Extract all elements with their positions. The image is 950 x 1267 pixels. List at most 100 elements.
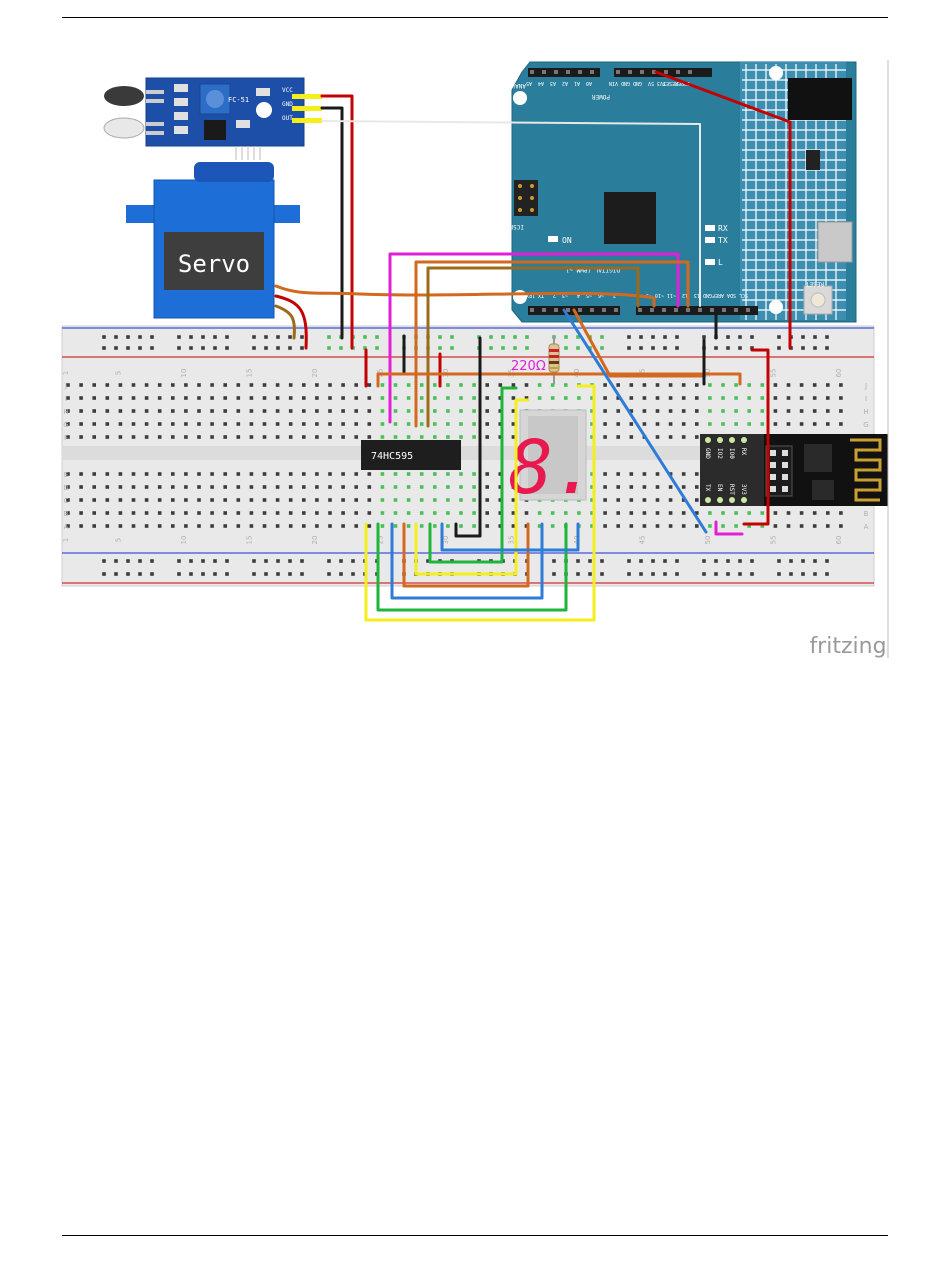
breadboard-hole[interactable] (603, 409, 607, 413)
breadboard-hole[interactable] (315, 435, 319, 439)
breadboard-hole[interactable] (472, 485, 476, 489)
rail-hole[interactable] (777, 335, 781, 339)
breadboard-hole[interactable] (524, 396, 529, 400)
breadboard-hole[interactable] (131, 511, 136, 515)
rail-hole[interactable] (450, 335, 454, 339)
breadboard-hole[interactable] (66, 396, 70, 400)
breadboard-hole[interactable] (315, 511, 319, 515)
breadboard-hole[interactable] (472, 435, 476, 439)
rail-hole[interactable] (738, 559, 742, 563)
rail-hole[interactable] (102, 346, 106, 350)
breadboard-hole[interactable] (485, 498, 489, 502)
breadboard-hole[interactable] (603, 422, 607, 426)
rail-hole[interactable] (150, 559, 154, 563)
breadboard-hole[interactable] (446, 511, 450, 515)
breadboard-hole[interactable] (734, 383, 738, 387)
breadboard-hole[interactable] (446, 435, 450, 439)
rail-hole[interactable] (600, 559, 604, 563)
breadboard-hole[interactable] (616, 498, 620, 502)
breadboard-hole[interactable] (223, 409, 227, 413)
breadboard-hole[interactable] (629, 485, 634, 489)
breadboard-hole[interactable] (262, 498, 267, 502)
rail-hole[interactable] (714, 559, 718, 563)
rail-hole[interactable] (627, 335, 631, 339)
breadboard-hole[interactable] (472, 472, 476, 476)
breadboard-hole[interactable] (393, 472, 398, 476)
breadboard-hole[interactable] (511, 472, 516, 476)
breadboard-hole[interactable] (380, 472, 385, 476)
breadboard-hole[interactable] (118, 435, 123, 439)
rail-hole[interactable] (564, 346, 568, 350)
breadboard-hole[interactable] (249, 511, 254, 515)
breadboard-hole[interactable] (118, 498, 123, 502)
breadboard-hole[interactable] (629, 409, 634, 413)
breadboard-hole[interactable] (105, 396, 110, 400)
breadboard-hole[interactable] (92, 472, 96, 476)
rail-hole[interactable] (102, 335, 106, 339)
breadboard-hole[interactable] (341, 383, 345, 387)
breadboard-hole[interactable] (839, 422, 843, 426)
breadboard-hole[interactable] (197, 422, 201, 426)
breadboard-hole[interactable] (184, 498, 188, 502)
rail-hole[interactable] (726, 559, 730, 563)
breadboard-hole[interactable] (92, 422, 96, 426)
breadboard-hole[interactable] (315, 472, 319, 476)
breadboard-hole[interactable] (144, 409, 149, 413)
rail-hole[interactable] (150, 335, 154, 339)
rail-hole[interactable] (750, 335, 754, 339)
breadboard-hole[interactable] (249, 396, 254, 400)
rail-hole[interactable] (213, 572, 217, 576)
breadboard-hole[interactable] (275, 511, 280, 515)
breadboard-hole[interactable] (184, 435, 188, 439)
breadboard-hole[interactable] (721, 511, 725, 515)
breadboard-hole[interactable] (459, 524, 463, 528)
breadboard-hole[interactable] (354, 383, 358, 387)
breadboard-hole[interactable] (184, 524, 188, 528)
rail-hole[interactable] (501, 335, 505, 339)
rail-hole[interactable] (801, 335, 805, 339)
breadboard-hole[interactable] (223, 524, 227, 528)
breadboard-hole[interactable] (564, 511, 568, 515)
breadboard-hole[interactable] (681, 422, 686, 426)
breadboard-hole[interactable] (708, 524, 712, 528)
breadboard-hole[interactable] (812, 409, 817, 413)
breadboard-hole[interactable] (118, 409, 123, 413)
breadboard-hole[interactable] (524, 511, 529, 515)
breadboard-hole[interactable] (511, 511, 516, 515)
breadboard-hole[interactable] (433, 524, 437, 528)
rail-hole[interactable] (600, 572, 604, 576)
breadboard-hole[interactable] (354, 498, 358, 502)
rail-hole[interactable] (276, 559, 280, 563)
breadboard-hole[interactable] (380, 383, 385, 387)
breadboard-hole[interactable] (590, 498, 594, 502)
breadboard-hole[interactable] (590, 485, 594, 489)
breadboard-hole[interactable] (603, 472, 607, 476)
breadboard-hole[interactable] (171, 498, 175, 502)
breadboard-hole[interactable] (131, 435, 136, 439)
breadboard-hole[interactable] (184, 472, 188, 476)
breadboard-hole[interactable] (590, 409, 594, 413)
breadboard-hole[interactable] (708, 511, 712, 515)
breadboard-hole[interactable] (511, 485, 516, 489)
breadboard-hole[interactable] (118, 511, 123, 515)
breadboard-hole[interactable] (328, 396, 332, 400)
rail-hole[interactable] (339, 346, 343, 350)
breadboard-hole[interactable] (695, 498, 699, 502)
breadboard-hole[interactable] (433, 396, 437, 400)
rail-hole[interactable] (438, 346, 442, 350)
breadboard-hole[interactable] (485, 435, 489, 439)
breadboard-hole[interactable] (681, 524, 686, 528)
breadboard-hole[interactable] (157, 485, 162, 489)
breadboard-hole[interactable] (668, 383, 673, 387)
rail-hole[interactable] (339, 559, 343, 563)
breadboard-hole[interactable] (197, 524, 201, 528)
breadboard-hole[interactable] (223, 498, 227, 502)
breadboard-hole[interactable] (144, 498, 149, 502)
rail-hole[interactable] (288, 346, 292, 350)
breadboard-hole[interactable] (66, 422, 70, 426)
breadboard-hole[interactable] (446, 409, 450, 413)
rail-hole[interactable] (663, 559, 667, 563)
breadboard-hole[interactable] (341, 409, 345, 413)
rail-hole[interactable] (750, 346, 754, 350)
rail-hole[interactable] (651, 346, 655, 350)
